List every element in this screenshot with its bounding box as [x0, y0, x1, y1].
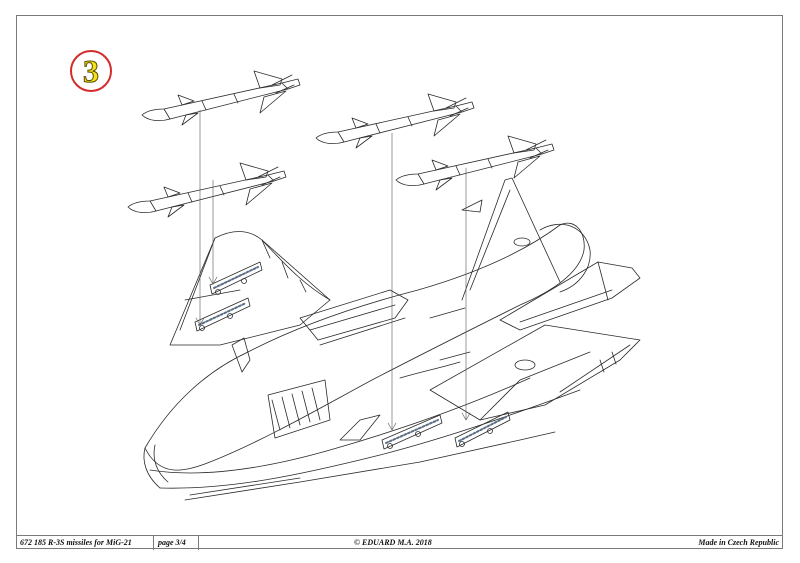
missile: [141, 70, 301, 126]
missile: [127, 162, 287, 218]
left-wing: [169, 231, 331, 346]
right-wing: [429, 324, 641, 421]
missile: [315, 93, 475, 149]
footer-origin: Made in Czech Republic: [698, 538, 779, 547]
step-number: 3: [83, 53, 100, 89]
launch-rail: [209, 261, 263, 295]
footer-copyright: © EDUARD M.A. 2018: [354, 538, 432, 547]
footer-product-code: 672 185 R-3S missiles for MiG-21: [20, 538, 132, 547]
aircraft-fuselage: [143, 177, 591, 489]
footer-divider: [198, 536, 199, 550]
footer-page-number: page 3/4: [158, 538, 186, 547]
launch-rail: [454, 411, 511, 448]
sheet-footer: 672 185 R-3S missiles for MiG-21 page 3/…: [16, 535, 783, 550]
launch-rail: [194, 297, 251, 332]
launch-rail: [381, 414, 443, 450]
assembly-guide-lines: [195, 109, 471, 431]
stabilizer: [499, 261, 641, 331]
footer-divider: [153, 536, 154, 550]
step-number-badge: 3: [70, 50, 112, 92]
ventral-details: [184, 414, 556, 501]
sheet-border: [16, 15, 783, 549]
missile: [395, 135, 555, 191]
